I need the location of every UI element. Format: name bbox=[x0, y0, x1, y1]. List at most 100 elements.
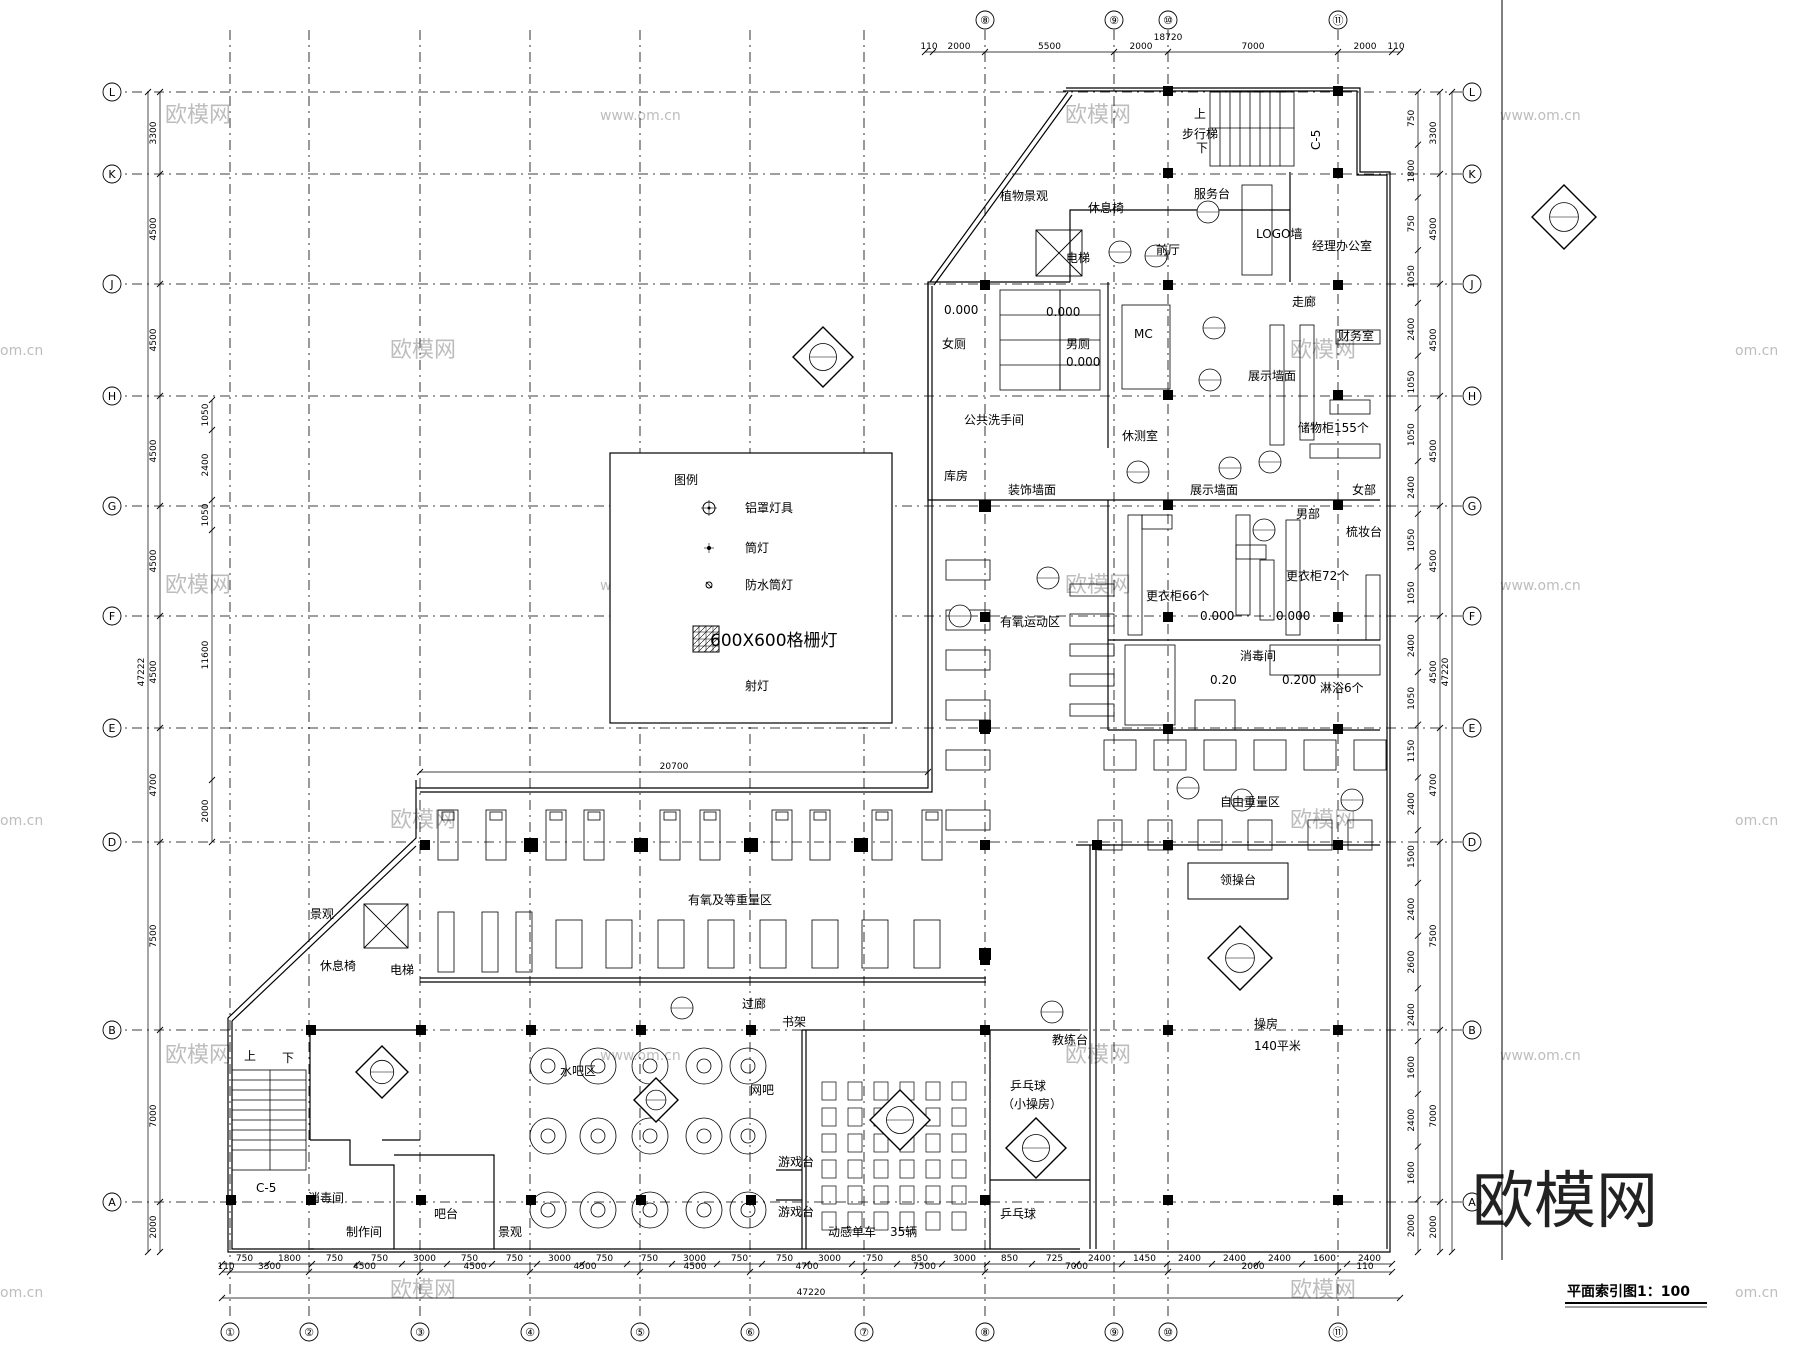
treadmill bbox=[771, 809, 793, 861]
grid-bubble-label: ⑪ bbox=[1333, 1326, 1344, 1339]
watermark-logo: 欧模网 bbox=[1472, 1164, 1658, 1237]
dim-left-detail-label: 1050 bbox=[201, 503, 211, 526]
dim-bottom-detail-label: 850 bbox=[1001, 1254, 1018, 1264]
spin-bike bbox=[847, 1133, 863, 1153]
label-male-section: 男部 bbox=[1296, 506, 1320, 521]
watermark-text: 欧模网 bbox=[1290, 808, 1356, 833]
dim-bottom-detail-label: 750 bbox=[326, 1254, 343, 1264]
label-game-desk-2: 游戏台 bbox=[778, 1204, 814, 1219]
elevator-shafts bbox=[363, 229, 1083, 949]
dim-bottom-detail-tick bbox=[758, 1260, 766, 1268]
legend-item-waterproof-downlight: 防水筒灯 bbox=[745, 577, 793, 592]
dim-right-detail-label: 1600 bbox=[1407, 1161, 1417, 1184]
dim-right-detail-label: 750 bbox=[1407, 110, 1417, 127]
watermark-domain: om.cn bbox=[1735, 343, 1778, 359]
dim-right-label: 2000 bbox=[1429, 1215, 1439, 1238]
grid-bubble-label: F bbox=[1469, 610, 1475, 623]
grid-bubble bbox=[1104, 1322, 1124, 1342]
dim-bottom-label: 4500 bbox=[353, 1262, 376, 1272]
grid-bubble bbox=[1462, 1020, 1482, 1040]
watermark-text: 欧模网 bbox=[1290, 338, 1356, 363]
table-top bbox=[740, 1058, 756, 1074]
dim-bottom-detail-tick bbox=[1253, 1260, 1261, 1268]
weight-station bbox=[811, 919, 839, 969]
watermark-text: 欧模网 bbox=[1290, 1278, 1356, 1303]
bench-machine bbox=[1069, 673, 1115, 687]
dim-bottom-detail-tick bbox=[1208, 1260, 1216, 1268]
dim-left-tick bbox=[156, 170, 164, 178]
treadmill bbox=[921, 809, 943, 861]
table-set bbox=[685, 1191, 723, 1229]
watermark-text: 欧模网 bbox=[390, 338, 456, 363]
dim-left-label: 4500 bbox=[149, 549, 159, 572]
lockers bbox=[1127, 184, 1381, 641]
dim-bottom-label: 4700 bbox=[796, 1262, 819, 1272]
dim-bottom-detail-tick bbox=[398, 1260, 406, 1268]
room-labels: 步行梯 上 下 C-5 服务台 LOGO墙 经理办公室 植物景观 休息椅 前厅 … bbox=[244, 107, 1382, 1239]
treadmill bbox=[699, 809, 721, 861]
dim-left-detail-tick bbox=[208, 396, 216, 404]
dim-right-detail-tick bbox=[1414, 1143, 1422, 1150]
shower-area bbox=[1124, 644, 1381, 731]
watermark-url: www.om.cn bbox=[1500, 578, 1581, 594]
dim-bottom-label: 110 bbox=[217, 1262, 234, 1272]
spin-bike bbox=[899, 1185, 915, 1205]
bench-machine bbox=[1069, 643, 1115, 657]
dim-bottom-label: 7000 bbox=[1065, 1262, 1088, 1272]
watermark-domain: om.cn bbox=[0, 1285, 43, 1301]
grid-bubble-label: H bbox=[1468, 390, 1476, 403]
dim-bottom-detail-tick bbox=[938, 1260, 946, 1268]
dim-bottom-detail-label: 1800 bbox=[278, 1254, 301, 1264]
label-c5: C-5 bbox=[1309, 130, 1323, 150]
table-top bbox=[642, 1202, 658, 1218]
treadmill bbox=[485, 809, 507, 861]
watermark-url: www.om.cn bbox=[600, 1048, 681, 1064]
dim-bottom-detail-label: 2400 bbox=[1088, 1254, 1111, 1264]
label-pingpong-small-room: （小操房） bbox=[1002, 1096, 1062, 1111]
grid-bubble bbox=[1462, 82, 1482, 102]
dim-right-detail-tick bbox=[1414, 1090, 1422, 1098]
dim-aerobic-label: 20700 bbox=[660, 762, 689, 772]
strength-machine bbox=[1203, 739, 1237, 771]
spin-bike bbox=[821, 1211, 837, 1231]
label-coach-desk: 教练台 bbox=[1052, 1032, 1088, 1047]
dim-bottom-detail-label: 750 bbox=[641, 1254, 658, 1264]
dim-bottom-detail-label: 750 bbox=[506, 1254, 523, 1264]
label-up-left: 上 bbox=[244, 1049, 256, 1063]
label-c5-left: C-5 bbox=[256, 1181, 276, 1195]
label-pingpong-small: 乒乓球 bbox=[1010, 1079, 1046, 1093]
grid-bubble bbox=[630, 1322, 650, 1342]
treadmill-console bbox=[587, 811, 601, 821]
grid-bubble bbox=[1462, 718, 1482, 738]
dim-top-tick bbox=[1396, 48, 1404, 56]
dim-right-detail-tick bbox=[1414, 1248, 1422, 1256]
table-top bbox=[590, 1058, 606, 1074]
dim-right-tick bbox=[1436, 280, 1444, 288]
grid-bubble-label: ⑤ bbox=[635, 1326, 645, 1339]
dim-bottom-total-label: 47220 bbox=[797, 1288, 826, 1298]
treadmill-console bbox=[549, 811, 563, 821]
grid-bubble-label: ⑨ bbox=[1109, 1326, 1119, 1339]
dim-right-tick bbox=[1436, 838, 1444, 846]
dim-right-detail-label: 2400 bbox=[1407, 634, 1417, 657]
dim-right-detail-tick bbox=[1414, 1037, 1422, 1045]
dim-right-detail-tick bbox=[1414, 510, 1422, 518]
dim-left-tick bbox=[156, 838, 164, 846]
dim-right-tick bbox=[1436, 1198, 1444, 1206]
dim-right-detail-tick bbox=[1414, 563, 1422, 570]
dim-bottom-detail-label: 3000 bbox=[548, 1254, 571, 1264]
watermark-text: 欧模网 bbox=[390, 1278, 456, 1303]
dim-bottom-tick bbox=[636, 1268, 644, 1276]
watermark-text: 欧模网 bbox=[165, 1043, 231, 1068]
spin-bike bbox=[925, 1185, 941, 1205]
label-internet-bar: 网吧 bbox=[750, 1083, 774, 1097]
dim-right-detail-tick bbox=[1414, 721, 1422, 729]
dim-bottom-tick bbox=[218, 1268, 226, 1276]
spin-bike bbox=[873, 1133, 889, 1153]
label-aerobics-room: 操房 bbox=[1254, 1016, 1278, 1031]
drawing-title-text: 平面索引图1：100 bbox=[1567, 1283, 1690, 1300]
watermark-text: 欧模网 bbox=[1065, 573, 1131, 598]
dim-bottom-detail-tick bbox=[443, 1260, 451, 1268]
table-set bbox=[631, 1117, 669, 1155]
